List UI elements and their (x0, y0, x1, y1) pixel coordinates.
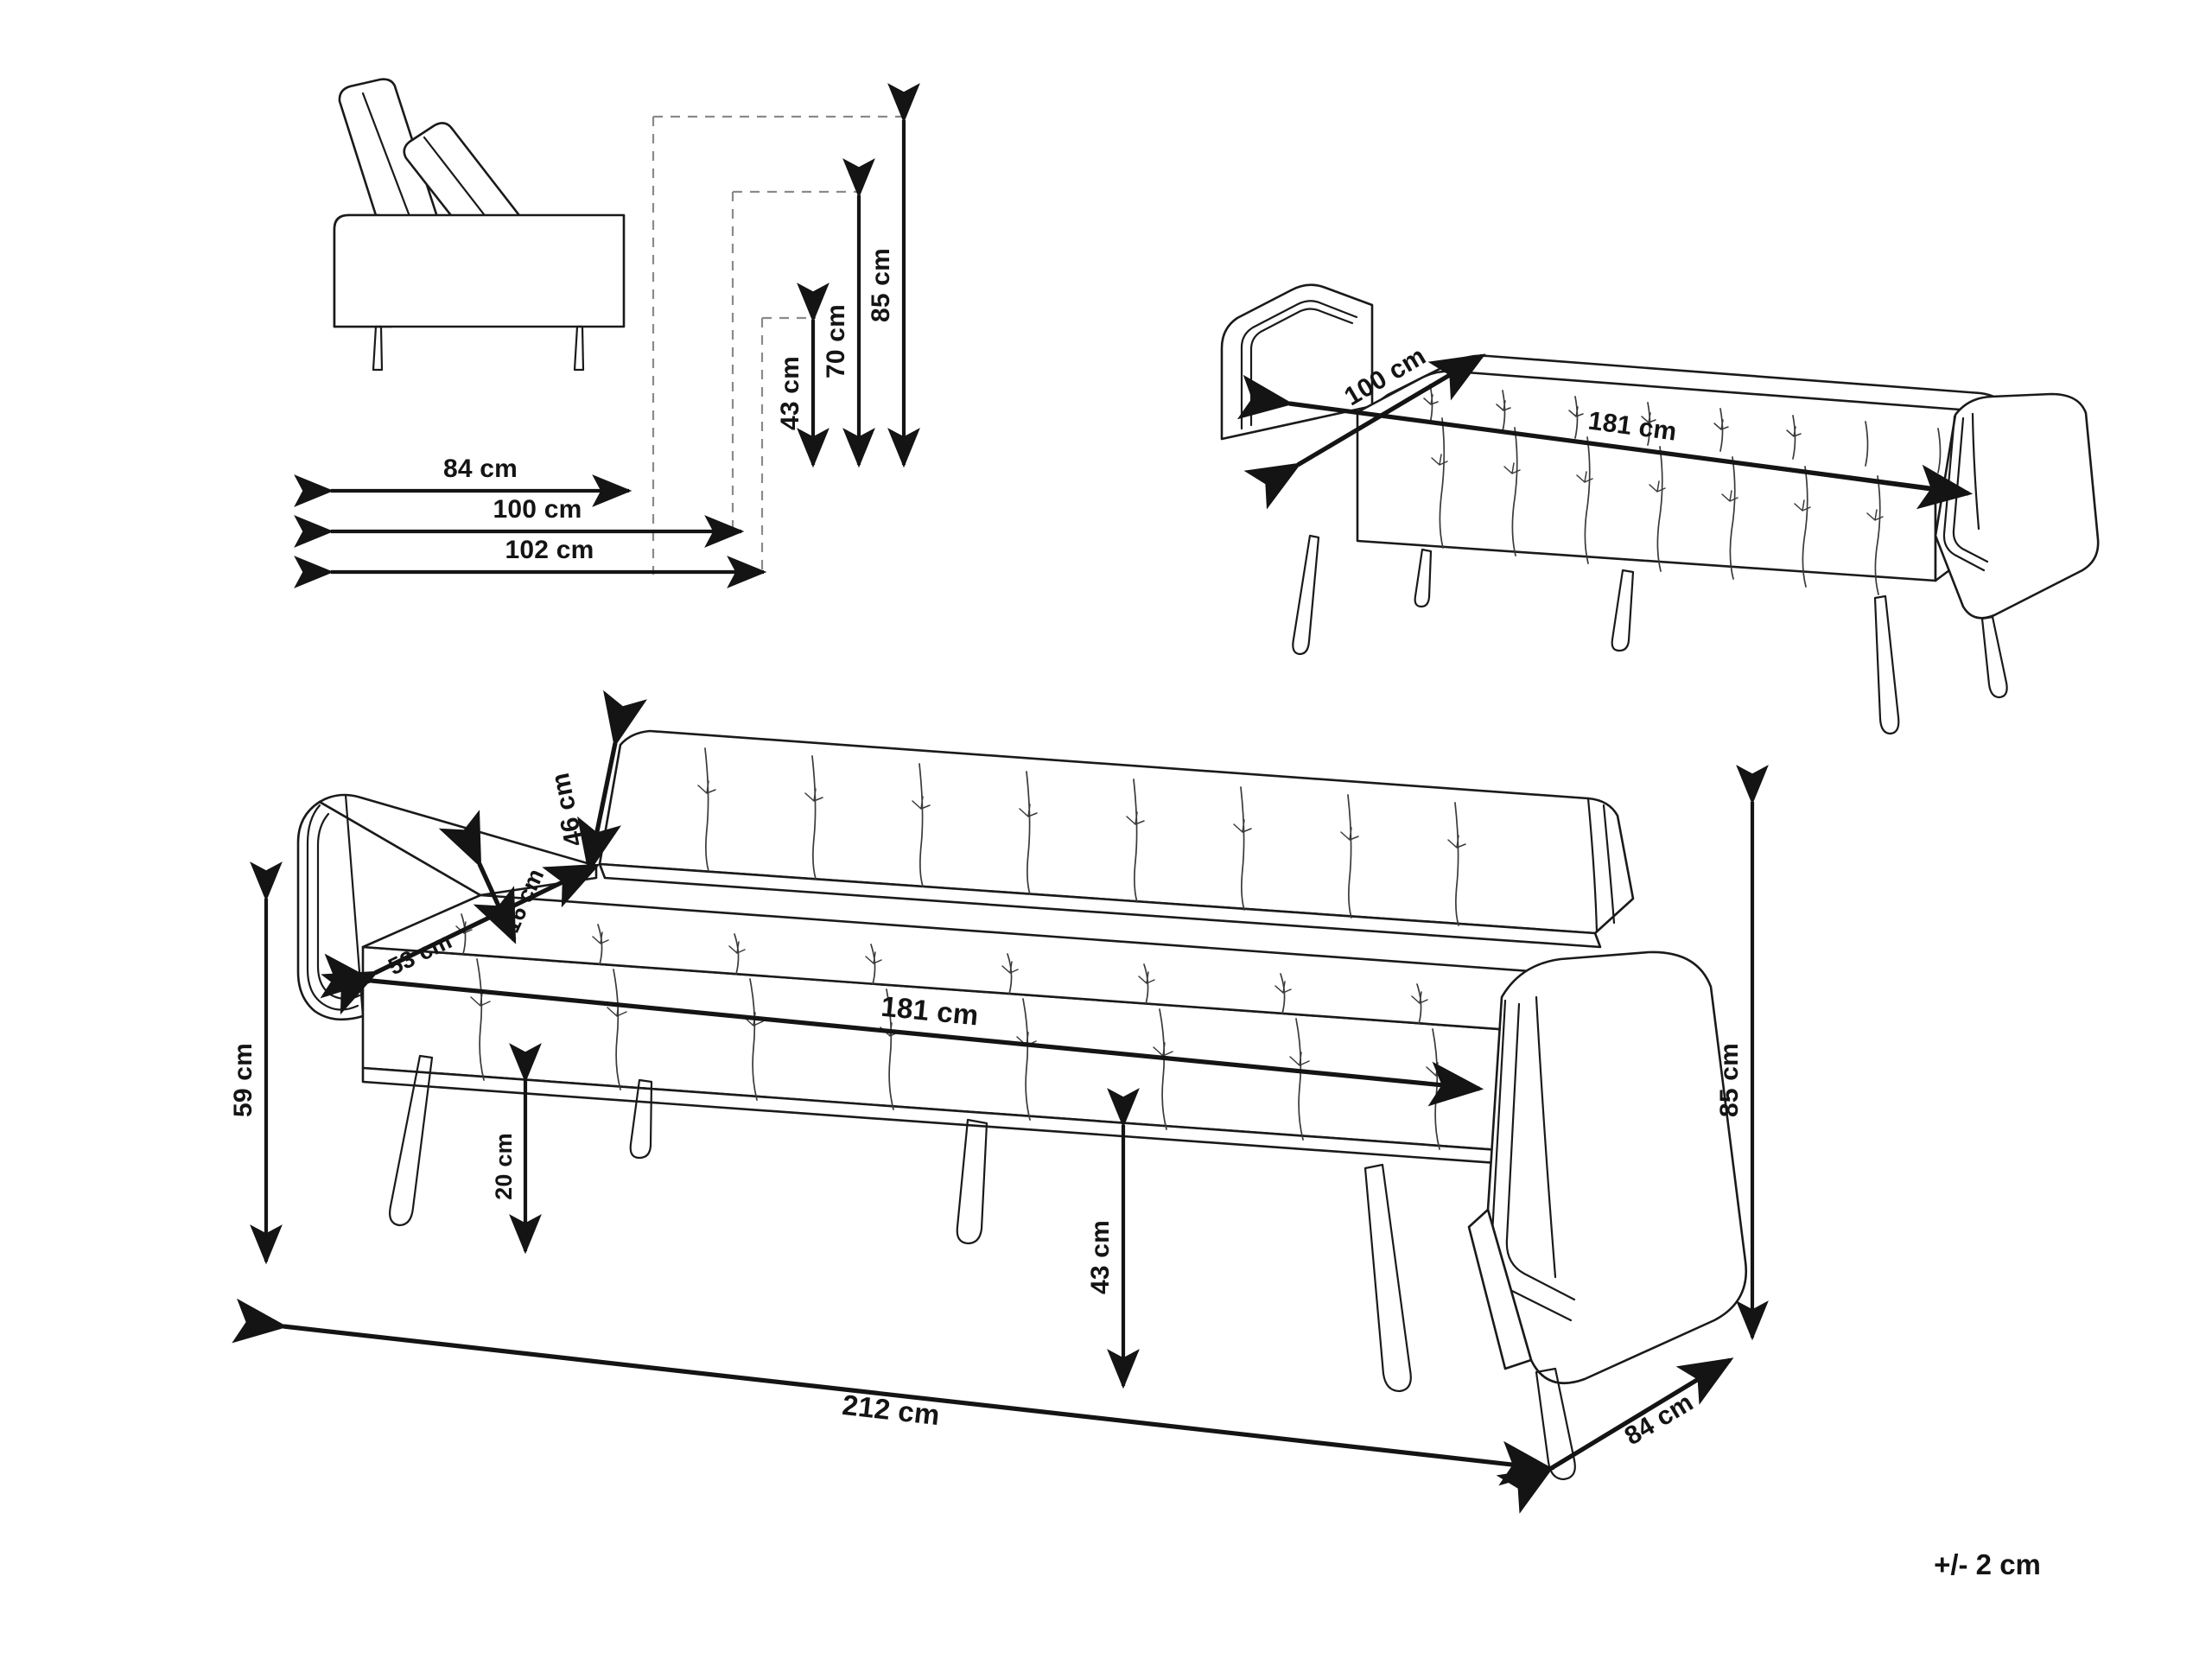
dim-sofa-212: 212 cm (232, 1298, 1555, 1486)
dim-side-85: 85 cm (867, 83, 920, 468)
sofa-right-arm (1467, 950, 1748, 1385)
bed-view-group: 100 cm 181 cm (1220, 283, 2100, 735)
dim-label-side-102: 102 cm (505, 536, 594, 564)
dim-side-70: 70 cm (822, 158, 875, 468)
dim-sofa-85: 85 cm (1715, 765, 1769, 1341)
dim-sofa-43: 43 cm (1086, 1088, 1140, 1389)
dim-side-100: 100 cm (294, 495, 745, 548)
dim-label-side-84: 84 cm (443, 454, 518, 483)
dim-label-sofa-59: 59 cm (229, 1043, 257, 1117)
dim-label-sofa-46: 46 cm (546, 770, 589, 849)
side-sofa-body (333, 213, 626, 328)
dim-label-sofa-20: 20 cm (491, 1133, 517, 1200)
dim-label-sofa-85: 85 cm (1715, 1043, 1744, 1117)
side-view-group: 84 cm 100 cm 102 cm 43 cm 70 cm (294, 78, 920, 588)
dim-label-sofa-43: 43 cm (1086, 1220, 1115, 1294)
side-legs (372, 325, 585, 372)
dim-side-102: 102 cm (294, 536, 767, 588)
dim-label-sofa-84: 84 cm (1620, 1388, 1699, 1451)
bed-legs (1292, 534, 2008, 735)
dim-label-side-85: 85 cm (867, 248, 895, 322)
dim-label-side-70: 70 cm (822, 304, 850, 378)
dim-sofa-59: 59 cm (229, 861, 283, 1265)
dim-sofa-20: 20 cm (491, 1043, 542, 1255)
bed-right-arm (1934, 392, 2100, 620)
sofa-view-group: 46 cm 16 cm 53 cm 59 cm 20 cm (229, 690, 1769, 1514)
dim-label-side-43: 43 cm (776, 356, 804, 430)
dim-label-sofa-212: 212 cm (841, 1389, 942, 1431)
tolerance-note: +/- 2 cm (1934, 1548, 2041, 1580)
dim-side-43: 43 cm (776, 283, 830, 468)
bed-left-arm (1220, 283, 1374, 441)
dim-label-side-100: 100 cm (493, 495, 582, 524)
dim-side-84: 84 cm (294, 454, 632, 507)
sofa-backrest-seams (697, 747, 1466, 926)
side-view-guide-lines (652, 115, 906, 575)
